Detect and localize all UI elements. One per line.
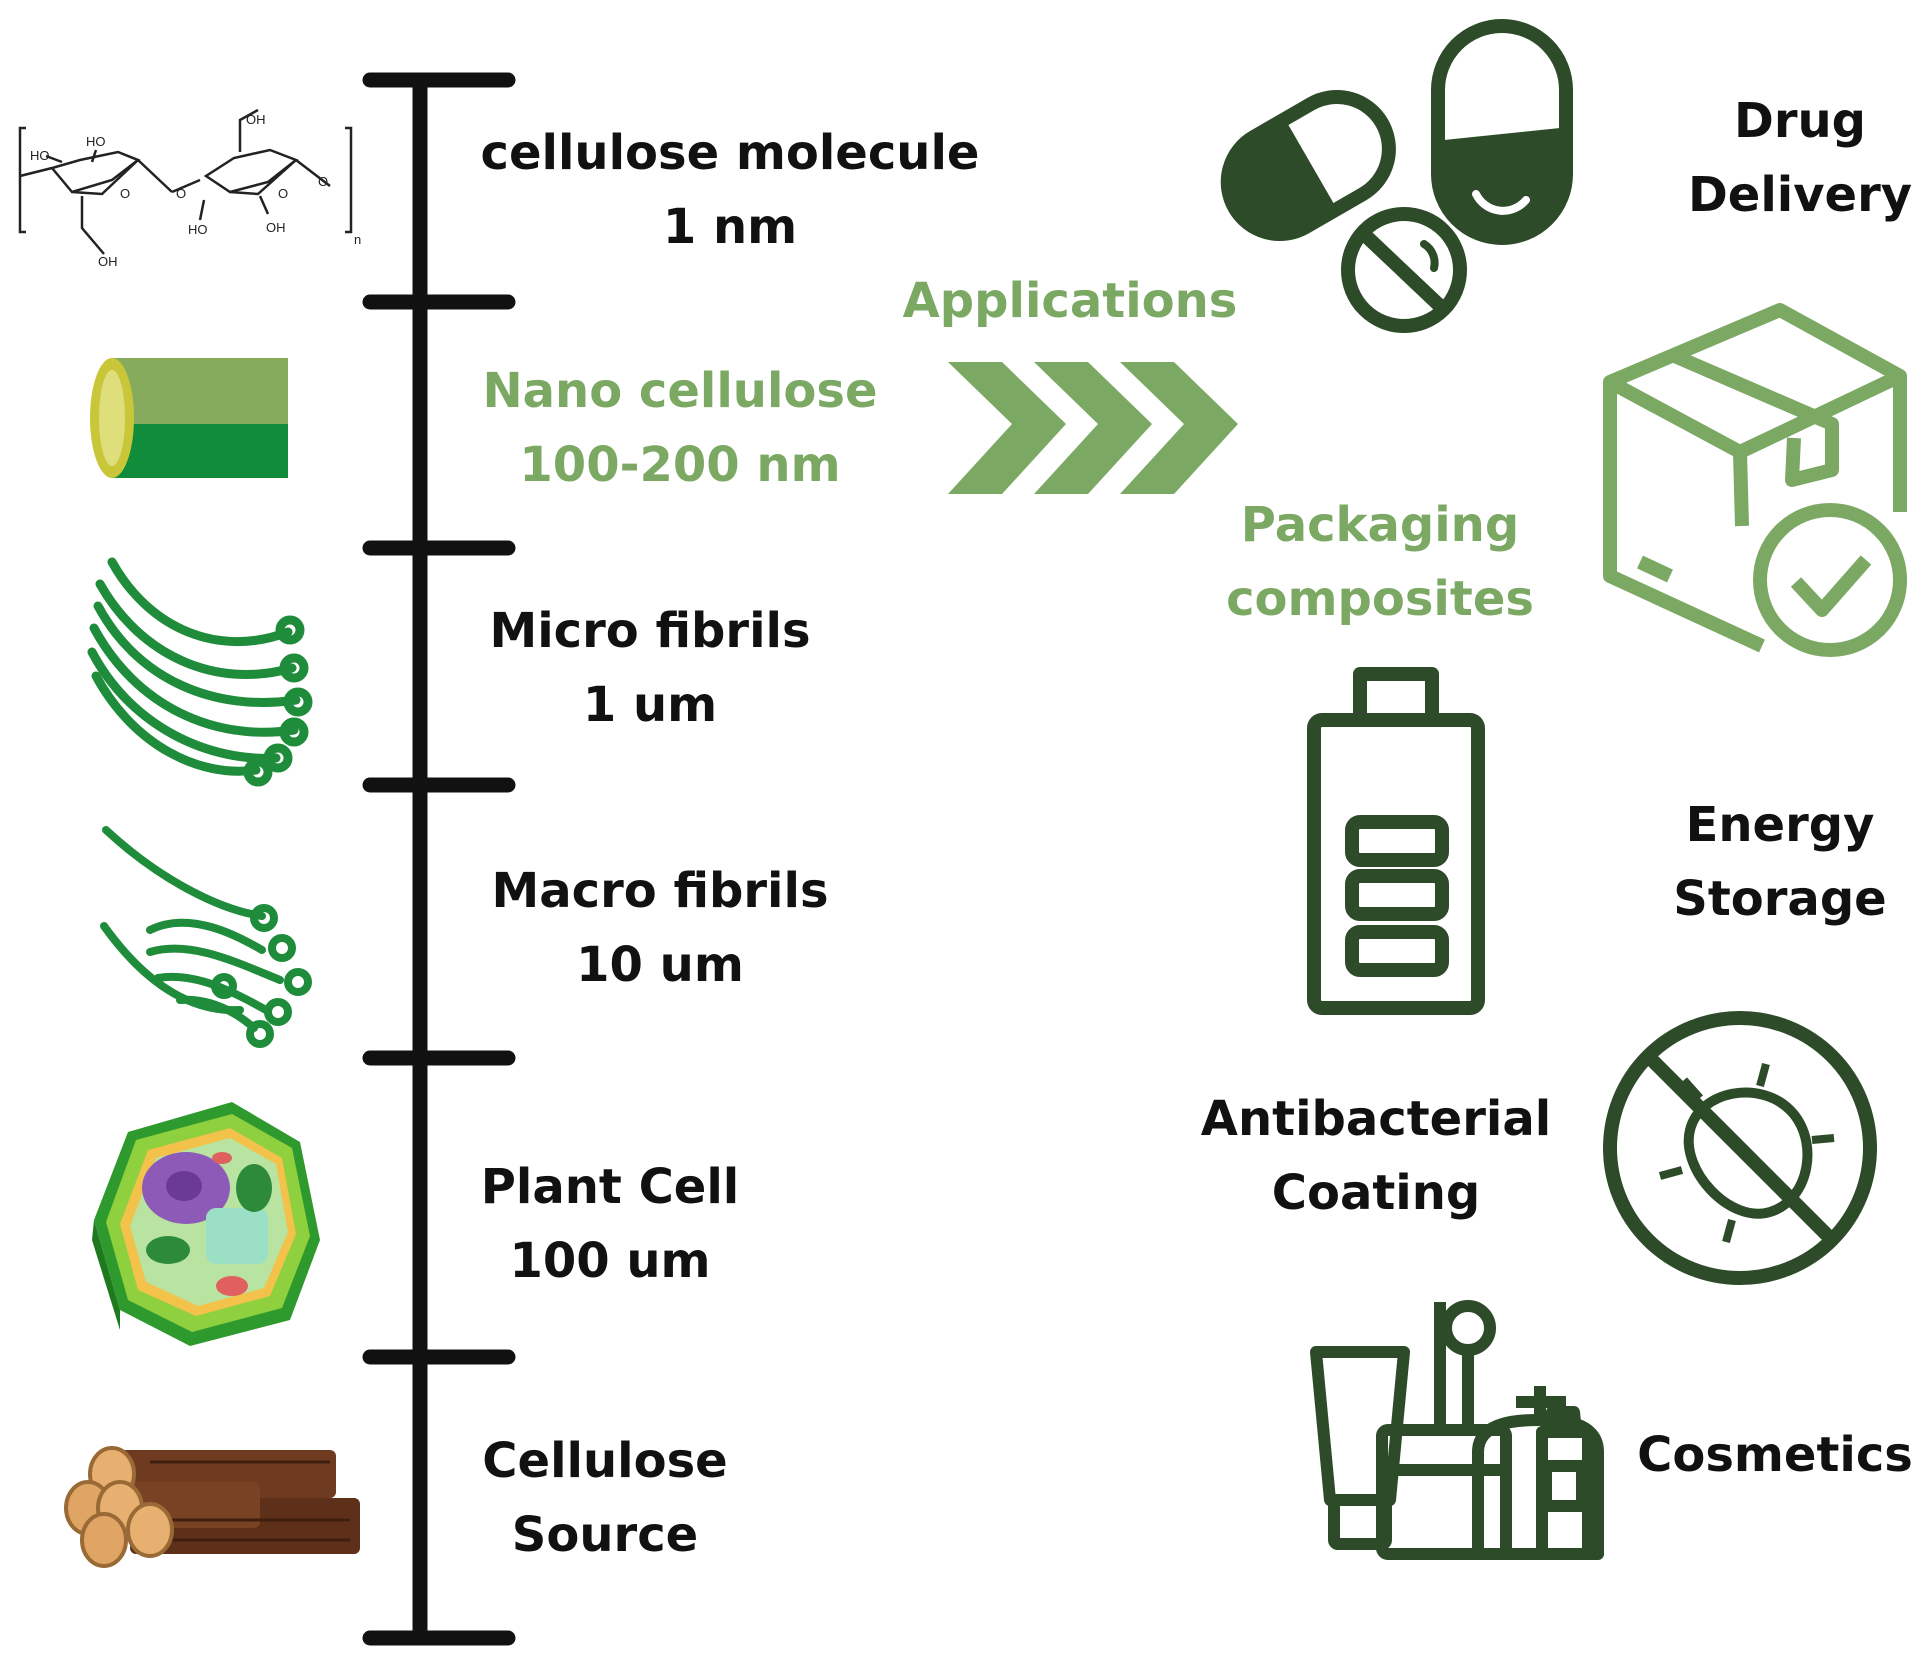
level-size: Source — [511, 1507, 699, 1563]
oh-label-2: OH — [246, 112, 266, 127]
o-label-1: O — [120, 186, 130, 201]
n-label: n — [354, 232, 361, 247]
app-label-packaging: Packaging composites — [1200, 488, 1560, 636]
macro-fibrils — [100, 826, 312, 1048]
oh-label-3: OH — [266, 220, 286, 235]
app-line1: Energy — [1685, 797, 1875, 853]
level-label-cellulose-source: Cellulose Source — [440, 1424, 770, 1572]
app-line1: Antibacterial — [1200, 1091, 1552, 1147]
level-name: Plant Cell — [480, 1159, 740, 1215]
level-size: 1 um — [582, 677, 718, 733]
app-line2: Coating — [1271, 1165, 1481, 1221]
app-line2: composites — [1226, 571, 1534, 627]
cellulose-molecule-structure — [18, 108, 353, 255]
micro-fibrils — [87, 557, 313, 787]
app-label-antibacterial: Antibacterial Coating — [1176, 1082, 1576, 1230]
app-label-drug-delivery: Drug Delivery — [1680, 84, 1919, 232]
o-label-2: O — [176, 186, 186, 201]
app-line1: Packaging — [1240, 497, 1520, 553]
level-size: 100-200 nm — [519, 437, 841, 493]
app-label-cosmetics: Cosmetics — [1630, 1418, 1919, 1492]
level-label-nano-cellulose: Nano cellulose 100-200 nm — [440, 354, 920, 502]
cosmetics-icon — [1310, 1300, 1604, 1560]
pills-icon — [1220, 19, 1573, 333]
level-label-macro-fibrils: Macro fibrils 10 um — [440, 854, 880, 1002]
level-label-plant-cell: Plant Cell 100 um — [440, 1150, 780, 1298]
nano-cellulose-tube — [90, 358, 288, 478]
level-name: Macro fibrils — [491, 863, 829, 919]
level-size: 100 um — [509, 1233, 711, 1289]
chevron-arrows-icon — [948, 362, 1238, 494]
level-size: 10 um — [576, 937, 744, 993]
level-name: Cellulose — [482, 1433, 728, 1489]
app-line2: Storage — [1673, 871, 1887, 927]
oh-label-1: OH — [98, 254, 118, 269]
app-label-energy-storage: Energy Storage — [1660, 788, 1900, 936]
level-label-micro-fibrils: Micro fibrils 1 um — [440, 594, 860, 742]
battery-icon — [1307, 667, 1485, 1015]
level-name: cellulose molecule — [480, 125, 980, 181]
app-line1: Drug — [1733, 93, 1867, 149]
scale-bar — [362, 72, 516, 1646]
ho-label-2: HO — [86, 134, 106, 149]
ho-label-1: HO — [30, 148, 50, 163]
app-line2: Delivery — [1687, 167, 1913, 223]
wood-logs — [64, 1446, 360, 1568]
level-label-cellulose-molecule: cellulose molecule 1 nm — [470, 116, 990, 264]
level-name: Nano cellulose — [482, 363, 878, 419]
applications-heading: Applications — [902, 273, 1238, 329]
molecule-atom-labels: HO HO O O OH OH HO OH O O n — [30, 112, 361, 269]
o-label-3: O — [278, 186, 288, 201]
plant-cell — [92, 1102, 320, 1346]
no-bacteria-icon — [1603, 1011, 1877, 1285]
level-size: 1 nm — [662, 199, 798, 255]
package-check-icon — [1603, 303, 1907, 657]
level-name: Micro fibrils — [489, 603, 811, 659]
app-line1: Cosmetics — [1637, 1427, 1913, 1483]
o-label-4: O — [318, 174, 328, 189]
ho-label-3: HO — [188, 222, 208, 237]
